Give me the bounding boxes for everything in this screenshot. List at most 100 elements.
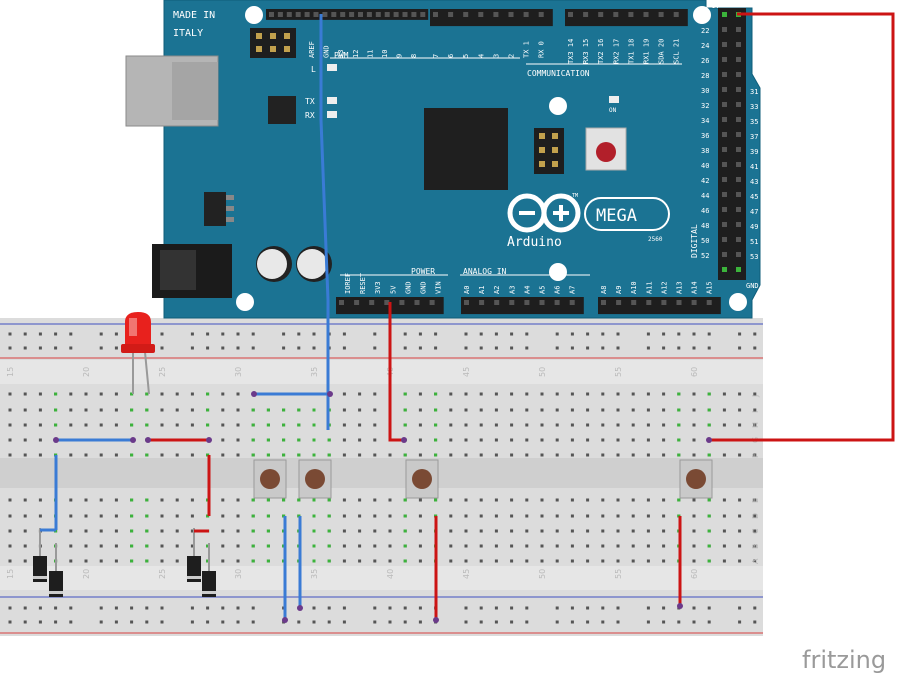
push-button-cap	[305, 469, 325, 489]
breadboard-label-strip-bottom	[0, 566, 763, 590]
breadboard-hole	[99, 606, 103, 610]
breadboard-hole	[84, 529, 88, 533]
breadboard-hole	[449, 544, 453, 548]
header-pin	[331, 12, 337, 17]
connected-hole	[403, 453, 407, 457]
breadboard-hole	[494, 529, 498, 533]
breadboard-hole	[8, 559, 12, 563]
connected-hole	[434, 423, 438, 427]
diode-band	[49, 591, 63, 594]
breadboard-hole	[570, 559, 574, 563]
breadboard-hole	[753, 408, 757, 412]
breadboard-hole	[494, 346, 498, 350]
breadboard-hole	[418, 392, 422, 396]
row-label: J	[751, 395, 760, 398]
breadboard-hole	[175, 559, 179, 563]
made-in-label: MADE IN	[173, 10, 215, 21]
connected-hole	[312, 408, 316, 412]
header-pin	[369, 300, 375, 305]
connected-hole	[251, 498, 255, 502]
header-pin	[691, 300, 697, 305]
connected-hole	[206, 559, 210, 563]
digital-pin-label: 39	[750, 148, 758, 156]
connected-hole	[282, 498, 286, 502]
breadboard-hole	[722, 392, 726, 396]
icsp-pin	[256, 46, 262, 52]
breadboard-hole	[677, 346, 681, 350]
wire-endpoint	[433, 617, 439, 623]
breadboard-hole	[555, 423, 559, 427]
breadboard-hole	[540, 453, 544, 457]
breadboard-hole	[373, 498, 377, 502]
breadboard-hole	[510, 514, 514, 518]
header-pin	[269, 12, 274, 17]
power-pin-label: 3V3	[374, 281, 382, 294]
capacitor-right-top	[297, 249, 327, 279]
diode-band	[187, 576, 201, 579]
connected-hole	[282, 453, 286, 457]
header-pin	[393, 12, 399, 17]
breadboard-label-strip-top	[0, 360, 763, 384]
breadboard-hole	[586, 559, 590, 563]
row-label: H	[751, 422, 760, 428]
digital-pin-label: 50	[701, 237, 709, 245]
breadboard-hole	[8, 620, 12, 624]
analog-in-label: ANALOG IN	[463, 267, 507, 276]
capacitor-left-top	[257, 249, 287, 279]
breadboard-hole	[38, 423, 42, 427]
breadboard-hole	[221, 332, 225, 336]
header-pin	[736, 87, 741, 92]
header-pin	[411, 12, 417, 17]
breadboard-hole	[297, 620, 301, 624]
mount-hole	[729, 293, 747, 311]
header-pin	[538, 12, 544, 17]
pin-headers	[266, 8, 746, 315]
breadboard-hole	[114, 544, 118, 548]
breadboard-hole	[631, 529, 635, 533]
icsp-pin	[256, 33, 262, 39]
breadboard-hole	[160, 544, 164, 548]
breadboard-hole	[570, 453, 574, 457]
breadboard-hole	[403, 346, 407, 350]
breadboard-hole	[586, 453, 590, 457]
breadboard-hole	[586, 498, 590, 502]
icsp-pin	[284, 46, 290, 52]
header-pin	[598, 12, 604, 17]
connected-hole	[434, 392, 438, 396]
row-label: C	[751, 528, 760, 534]
connected-hole	[145, 408, 149, 412]
breadboard-hole	[692, 529, 696, 533]
breadboard-hole	[160, 453, 164, 457]
breadboard-hole	[525, 438, 529, 442]
digital-pin-label: 41	[750, 163, 758, 171]
connected-hole	[297, 438, 301, 442]
analog-pin-label: A13	[676, 281, 684, 294]
breadboard-hole	[631, 438, 635, 442]
breadboard-hole	[662, 346, 666, 350]
header-pin	[722, 252, 727, 257]
column-label: 25	[158, 367, 167, 377]
header-pin	[304, 12, 310, 17]
breadboard-hole	[8, 544, 12, 548]
breadboard-hole	[23, 620, 27, 624]
breadboard-hole	[373, 606, 377, 610]
breadboard-hole	[525, 498, 529, 502]
breadboard-hole	[114, 346, 118, 350]
breadboard-hole	[479, 408, 483, 412]
analog-pin-label: A8	[600, 286, 608, 294]
breadboard-hole	[130, 606, 134, 610]
header-pin	[539, 300, 545, 305]
connected-hole	[251, 408, 255, 412]
header-pin	[509, 300, 515, 305]
breadboard-hole	[84, 559, 88, 563]
breadboard-hole	[160, 332, 164, 336]
analog-pin-label: A4	[523, 286, 531, 294]
breadboard-hole	[69, 606, 73, 610]
connected-hole	[282, 408, 286, 412]
column-label: 30	[234, 569, 243, 579]
column-label: 40	[386, 569, 395, 579]
breadboard-hole	[692, 346, 696, 350]
row-label: B	[751, 544, 760, 550]
breadboard-hole	[540, 559, 544, 563]
